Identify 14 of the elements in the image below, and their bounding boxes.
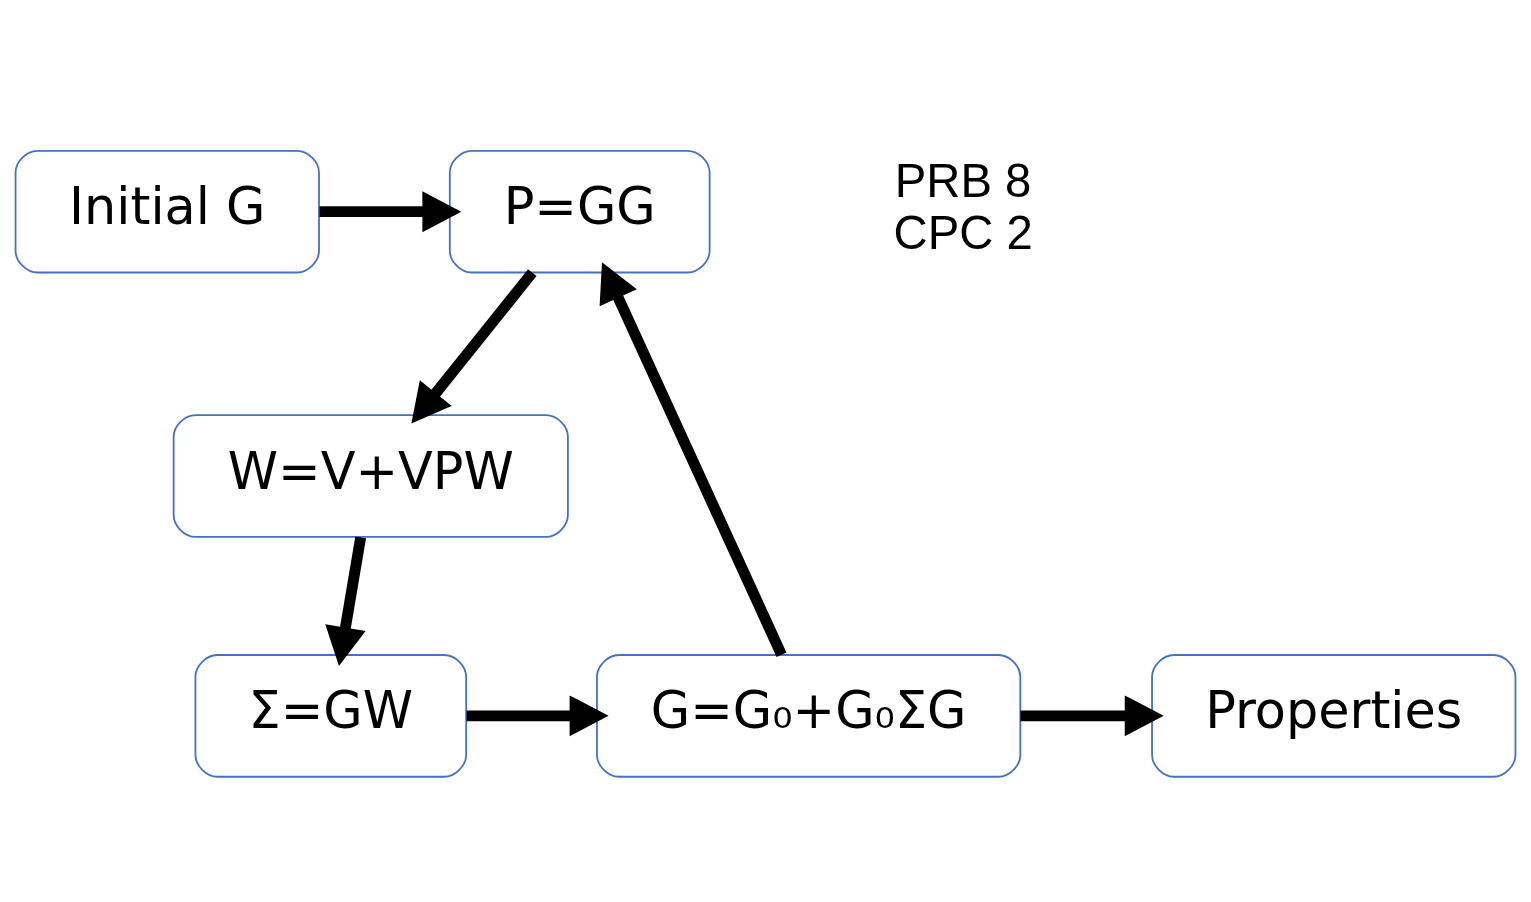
arrow (599, 261, 787, 657)
label: CPC 2 (893, 205, 1033, 259)
arrow (466, 694, 609, 736)
node-box: P=GG (448, 149, 711, 273)
arrow (325, 536, 367, 666)
arrow (411, 268, 537, 424)
node-box: W=V+VPW (172, 413, 569, 538)
arrow (319, 190, 462, 232)
node-box: Initial G (14, 149, 320, 273)
arrow (1020, 694, 1164, 736)
label: PRB 8 (894, 153, 1032, 207)
node-box: G=G₀+G₀ΣG (596, 653, 1022, 778)
node-box: Properties (1151, 653, 1517, 778)
node-box: Σ=GW (194, 653, 468, 778)
